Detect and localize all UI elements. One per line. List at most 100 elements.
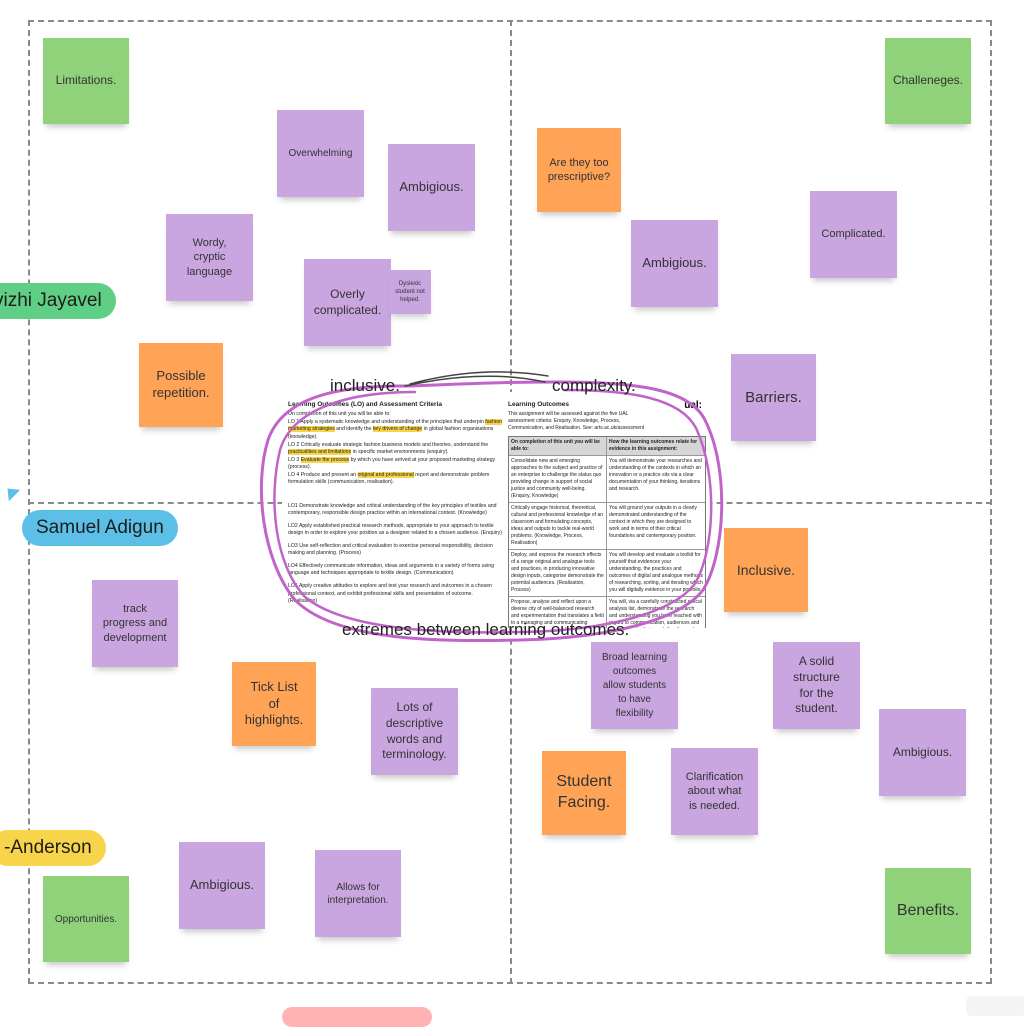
learning-outcomes-document[interactable]: Learning Outcomes (LO) and Assessment Cr… <box>282 392 710 628</box>
note-text: Dyslexic student not helped. <box>395 280 425 304</box>
note-text-line: A solid <box>798 654 835 669</box>
sticky-note-ambigious[interactable]: Ambigious. <box>179 842 265 929</box>
sticky-note-interpretation[interactable]: Allows for interpretation. <box>315 850 401 937</box>
note-text-line: Overly <box>330 286 365 301</box>
doc-text: by which you have arrived at your propos… <box>288 456 496 471</box>
note-text-line: repetition. <box>152 385 210 400</box>
collaborator-name: vizhi Jayavel <box>0 290 102 311</box>
sticky-note-benefits[interactable]: Benefits. <box>885 868 971 954</box>
sticky-note-descriptive-words[interactable]: Lots of descriptive words and terminolog… <box>371 688 458 775</box>
note-text: Challeneges. <box>892 73 964 88</box>
table-cell: Consolidate new and emerging approaches … <box>509 456 607 503</box>
collaborator-label-1: vizhi Jayavel <box>0 283 116 319</box>
partial-shape-bottom[interactable] <box>282 1007 432 1027</box>
sticky-note-complicated[interactable]: Complicated. <box>810 191 897 278</box>
sticky-note-overly-complicated[interactable]: Overly complicated. <box>304 259 391 346</box>
sticky-note-inclusive[interactable]: Inclusive. <box>724 528 808 612</box>
table-header-cell: On completion of this unit you will be a… <box>509 437 607 456</box>
outcomes-table: On completion of this unit you will be a… <box>508 436 706 628</box>
ink-label-inclusive: inclusive. <box>330 376 400 395</box>
note-text-line: language <box>186 265 233 278</box>
sticky-note-barriers[interactable]: Barriers. <box>731 354 816 441</box>
note-text-line: student. <box>795 701 838 716</box>
document-lo-alt2: LO2 Apply established practical research… <box>288 522 502 537</box>
sticky-note-opportunities[interactable]: Opportunities. <box>43 876 129 962</box>
note-text-line: flexibility <box>615 707 654 719</box>
note-text-line: cryptic <box>193 251 226 264</box>
doc-text: LO 3 <box>288 456 300 463</box>
note-text-line: allow students <box>602 679 667 691</box>
sticky-note-ambigious[interactable]: Ambigious. <box>631 220 718 307</box>
sticky-note-ambigious[interactable]: Ambigious. <box>879 709 966 796</box>
note-text-line: terminology. <box>382 747 447 762</box>
note-text: Barriers. <box>745 388 802 406</box>
note-text-line: Allows for <box>336 881 380 893</box>
note-text-line: Are they too <box>549 156 609 169</box>
doc-text: LO 1 Apply a systematic knowledge and un… <box>288 418 484 425</box>
note-text-line: for the <box>799 685 834 700</box>
table-row: Critically engage historical, theoretica… <box>509 502 705 550</box>
note-text-line: about what <box>687 785 742 798</box>
table-cell: Deploy, and express the research effects… <box>509 550 607 597</box>
ink-lasso-loop <box>259 380 724 642</box>
note-text-line: Broad learning <box>601 651 668 663</box>
doc-text: LO 4 Produce and present an <box>288 471 357 478</box>
table-row: Deploy, and express the research effects… <box>509 549 705 597</box>
note-text: Overwhelming <box>288 148 353 159</box>
note-text: Limitations. <box>55 73 117 88</box>
sticky-note-overwhelming[interactable]: Overwhelming <box>277 110 364 197</box>
sticky-note-wordy[interactable]: Wordy, cryptic language <box>166 214 253 301</box>
note-text: Complicated. <box>821 228 886 241</box>
table-header-cell: How the learning outcomes relate for evi… <box>609 439 698 453</box>
note-text-line: to have <box>618 693 651 705</box>
sticky-note-challenges[interactable]: Challeneges. <box>885 38 971 124</box>
sticky-note-broad-outcomes[interactable]: Broad learning outcomes allow students t… <box>591 642 678 729</box>
note-text-line: Tick List <box>250 678 298 694</box>
sticky-note-clarification[interactable]: Clarification about what is needed. <box>671 748 758 835</box>
table-cell: You will develop and evaluate a toolkit … <box>609 552 703 594</box>
doc-text: and identify the <box>336 426 372 433</box>
sticky-note-dyslexic[interactable]: Dyslexic student not helped. <box>389 270 431 314</box>
sticky-note-student-facing[interactable]: Student Facing. <box>542 751 626 835</box>
sticky-note-track-progress[interactable]: track progress and development <box>92 580 178 667</box>
document-lo2: LO 2 Critically evaluate strategic fashi… <box>288 442 502 457</box>
note-text: Ambigious. <box>399 179 464 195</box>
note-text: Ambigious. <box>642 255 707 271</box>
document-intro: On completion of this unit you will be a… <box>288 411 391 418</box>
doc-text: LO 2 Critically evaluate strategic fashi… <box>288 441 489 448</box>
table-cell: Propose, analyse and reflect upon a dive… <box>509 597 607 628</box>
document-right-column: Learning Outcomes This assignment will b… <box>508 400 706 628</box>
sticky-note-tick-list[interactable]: Tick List of highlights. <box>232 662 316 746</box>
document-lo-alt4: LO4 Effectively communicate information,… <box>288 562 495 577</box>
document-right-intro: This assignment will be assessed against… <box>508 411 645 432</box>
doc-text: in specific market environments (enquiry… <box>352 449 449 456</box>
collaborator-name: -Anderson <box>4 837 92 858</box>
document-left-column: Learning Outcomes (LO) and Assessment Cr… <box>288 400 502 606</box>
note-text-line: descriptive <box>385 715 444 730</box>
sticky-note-limitations[interactable]: Limitations. <box>43 38 129 124</box>
note-text-line: Facing. <box>557 794 611 811</box>
sticky-note-solid-structure[interactable]: A solid structure for the student. <box>773 642 860 729</box>
sticky-note-possible-repetition[interactable]: Possible repetition. <box>139 343 223 427</box>
sticky-note-ambigious[interactable]: Ambigious. <box>388 144 475 231</box>
table-cell: You will demonstrate your researches and… <box>609 458 702 493</box>
ink-connector-stroke <box>404 371 549 387</box>
table-cell: You will ground your outputs in a clearl… <box>609 505 697 540</box>
note-text-line: Lots of <box>396 700 433 715</box>
note-text-line: words and <box>386 731 443 746</box>
ink-label-extremes: extremes between learning outcomes. <box>342 620 630 639</box>
note-text-line: is needed. <box>689 799 740 812</box>
document-title: Learning Outcomes (LO) and Assessment Cr… <box>288 401 442 408</box>
collaborator-name: Samuel Adigun <box>36 517 164 538</box>
doc-text: in global fashion organisations (knowled… <box>288 426 494 441</box>
note-text: Benefits. <box>896 901 960 919</box>
partial-panel-corner[interactable] <box>966 996 1024 1016</box>
note-text-line: outcomes <box>612 665 657 677</box>
doc-highlight: original and professional <box>357 471 414 478</box>
note-text-line: Wordy, <box>192 237 227 250</box>
sticky-note-prescriptive[interactable]: Are they too prescriptive? <box>537 128 621 212</box>
table-cell: You will, via a carefully constructed cr… <box>609 599 702 628</box>
document-lo1: LO 1 Apply a systematic knowledge and un… <box>288 418 502 442</box>
